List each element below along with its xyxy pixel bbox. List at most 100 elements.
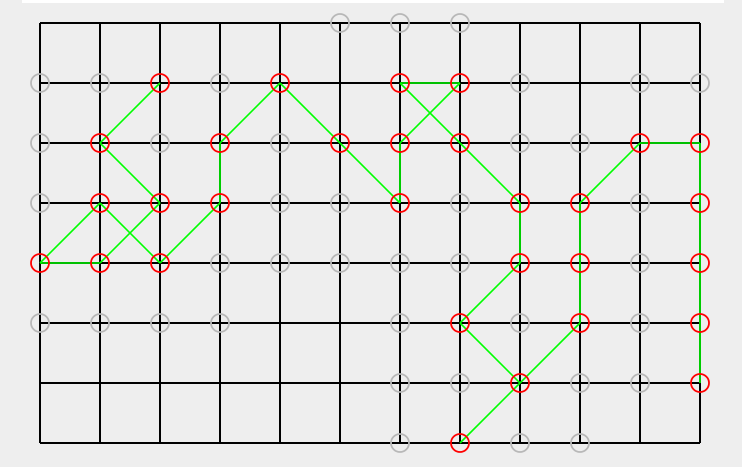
active-node[interactable] [690, 133, 710, 153]
active-node[interactable] [570, 193, 590, 213]
active-node[interactable] [150, 73, 170, 93]
inactive-node-ring [450, 253, 470, 273]
inactive-node[interactable] [390, 373, 410, 393]
active-node-ring [450, 433, 470, 453]
inactive-node[interactable] [210, 313, 230, 333]
inactive-node[interactable] [30, 313, 50, 333]
inactive-node[interactable] [270, 253, 290, 273]
inactive-node[interactable] [390, 433, 410, 453]
inactive-node-ring [450, 373, 470, 393]
inactive-node[interactable] [30, 193, 50, 213]
active-node[interactable] [450, 73, 470, 93]
top-bar-strip [22, 0, 724, 3]
active-node[interactable] [450, 133, 470, 153]
active-node[interactable] [90, 133, 110, 153]
inactive-node[interactable] [630, 193, 650, 213]
inactive-node[interactable] [510, 313, 530, 333]
inactive-node-ring [390, 373, 410, 393]
inactive-node[interactable] [570, 373, 590, 393]
inactive-node[interactable] [210, 73, 230, 93]
inactive-node[interactable] [30, 73, 50, 93]
inactive-node[interactable] [450, 193, 470, 213]
inactive-node[interactable] [570, 433, 590, 453]
inactive-node[interactable] [330, 193, 350, 213]
active-node[interactable] [330, 133, 350, 153]
active-node[interactable] [690, 313, 710, 333]
inactive-node-ring [690, 73, 710, 93]
active-node[interactable] [570, 313, 590, 333]
inactive-node[interactable] [630, 373, 650, 393]
active-node[interactable] [390, 73, 410, 93]
inactive-node[interactable] [330, 13, 350, 33]
inactive-node-ring [330, 13, 350, 33]
inactive-node[interactable] [210, 253, 230, 273]
active-node[interactable] [270, 73, 290, 93]
inactive-node[interactable] [450, 373, 470, 393]
active-node[interactable] [390, 133, 410, 153]
inactive-node[interactable] [630, 313, 650, 333]
inactive-node[interactable] [450, 253, 470, 273]
inactive-node[interactable] [270, 133, 290, 153]
inactive-node-ring [510, 73, 530, 93]
path-segment [459, 322, 521, 384]
inactive-node-ring [630, 253, 650, 273]
active-node[interactable] [450, 313, 470, 333]
active-node[interactable] [510, 373, 530, 393]
inactive-node[interactable] [690, 73, 710, 93]
active-node[interactable] [450, 433, 470, 453]
active-node[interactable] [210, 133, 230, 153]
inactive-nodes[interactable] [30, 13, 710, 453]
inactive-node[interactable] [390, 313, 410, 333]
inactive-node[interactable] [150, 133, 170, 153]
inactive-node[interactable] [630, 253, 650, 273]
active-node-ring [390, 73, 410, 93]
inactive-node[interactable] [510, 433, 530, 453]
inactive-node-ring [210, 253, 230, 273]
active-node-ring [330, 133, 350, 153]
inactive-node[interactable] [390, 253, 410, 273]
inactive-node-ring [30, 193, 50, 213]
active-node[interactable] [510, 253, 530, 273]
inactive-node[interactable] [570, 133, 590, 153]
active-node[interactable] [690, 193, 710, 213]
inactive-node[interactable] [270, 193, 290, 213]
active-nodes[interactable] [30, 73, 710, 453]
inactive-node[interactable] [450, 13, 470, 33]
inactive-node[interactable] [510, 73, 530, 93]
active-node[interactable] [150, 253, 170, 273]
inactive-node[interactable] [150, 313, 170, 333]
inactive-node[interactable] [90, 73, 110, 93]
active-node[interactable] [150, 193, 170, 213]
active-node[interactable] [30, 253, 50, 273]
active-node-ring [690, 313, 710, 333]
inactive-node[interactable] [30, 133, 50, 153]
inactive-node-ring [210, 73, 230, 93]
active-node[interactable] [390, 193, 410, 213]
active-node-ring [570, 253, 590, 273]
inactive-node[interactable] [390, 13, 410, 33]
active-node-ring [630, 133, 650, 153]
inactive-node-ring [30, 313, 50, 333]
inactive-node-ring [630, 373, 650, 393]
active-node-ring [270, 73, 290, 93]
inactive-node-ring [450, 193, 470, 213]
inactive-node[interactable] [510, 133, 530, 153]
inactive-node[interactable] [630, 73, 650, 93]
active-node-ring [90, 253, 110, 273]
inactive-node[interactable] [90, 313, 110, 333]
active-node[interactable] [690, 253, 710, 273]
active-node[interactable] [630, 133, 650, 153]
active-node-ring [210, 133, 230, 153]
active-node[interactable] [90, 193, 110, 213]
active-node[interactable] [510, 193, 530, 213]
inactive-node-ring [630, 73, 650, 93]
active-node[interactable] [570, 253, 590, 273]
inactive-node[interactable] [330, 253, 350, 273]
path-segment [279, 82, 341, 144]
active-node[interactable] [210, 193, 230, 213]
active-node[interactable] [90, 253, 110, 273]
active-node-ring [390, 193, 410, 213]
inactive-node-ring [510, 433, 530, 453]
active-node[interactable] [690, 373, 710, 393]
